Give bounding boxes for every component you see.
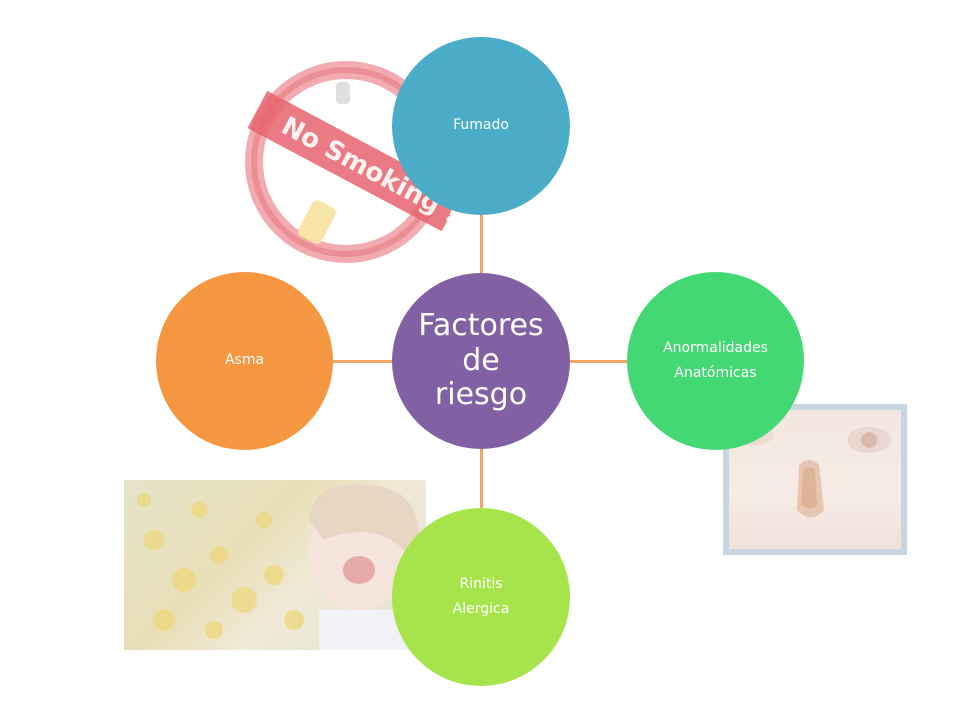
node-fumado-label: Fumado bbox=[453, 117, 509, 134]
node-anormalidades-label-line2: Anatómicas bbox=[674, 365, 757, 381]
connector-right bbox=[570, 360, 627, 363]
center-label-line1: Factores bbox=[418, 308, 544, 344]
no-smoking-sign-icon: No Smoking ! bbox=[245, 61, 454, 263]
child-sneezing-image bbox=[124, 480, 426, 650]
node-fumado: Fumado bbox=[392, 37, 570, 215]
center-label-line3: riesgo bbox=[434, 377, 528, 413]
node-factores-de-riesgo: Factores de riesgo bbox=[392, 273, 570, 449]
node-rinitis-label-line2: Alergica bbox=[452, 601, 510, 617]
child-sneezing-icon bbox=[137, 484, 424, 650]
center-text: Factores de riesgo bbox=[411, 309, 551, 413]
connector-bottom bbox=[480, 449, 483, 508]
node-fumado-text: Fumado bbox=[453, 113, 509, 138]
no-smoking-image: No Smoking ! bbox=[244, 52, 454, 272]
node-asma-label: Asma bbox=[224, 352, 265, 369]
node-anormalidades-label-line1: Anormalidades bbox=[663, 339, 768, 356]
center-label-line2: de bbox=[462, 342, 500, 378]
connector-top bbox=[480, 215, 483, 273]
node-rinitis-alergica: Rinitis Alergica bbox=[392, 508, 570, 686]
node-rinitis-label-line1: Rinitis bbox=[459, 575, 503, 592]
node-anormalidades-anatomicas: Anormalidades Anatómicas bbox=[627, 272, 804, 450]
node-asma: Asma bbox=[156, 272, 333, 450]
node-rinitis-text: Rinitis Alergica bbox=[453, 572, 510, 622]
node-anormalidades-text: Anormalidades Anatómicas bbox=[663, 336, 768, 386]
node-asma-text: Asma bbox=[225, 348, 264, 373]
connector-left bbox=[333, 360, 392, 363]
